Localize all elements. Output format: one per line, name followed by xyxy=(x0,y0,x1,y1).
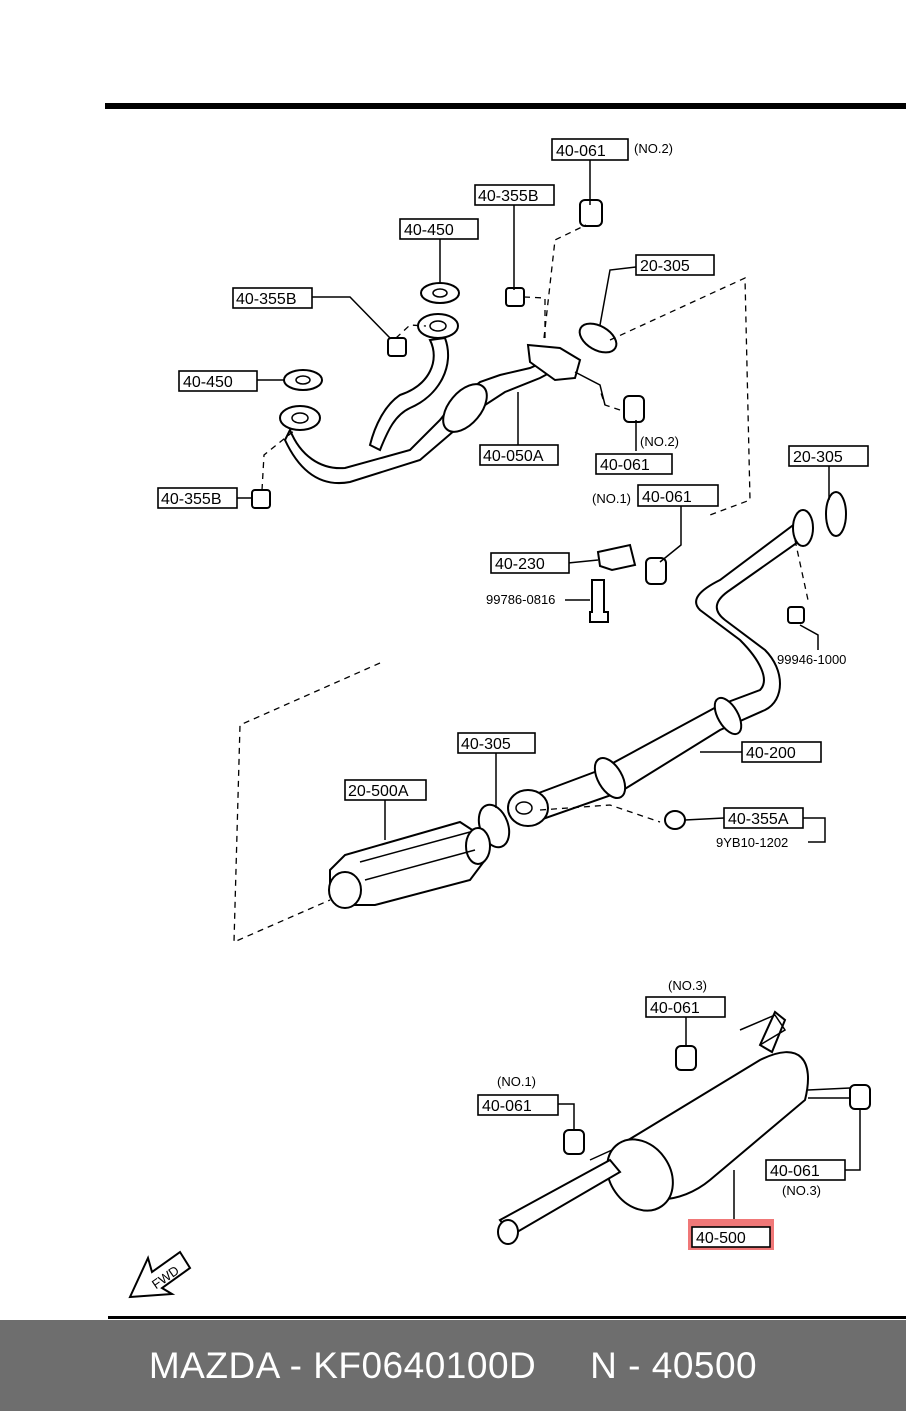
label-box-l9 xyxy=(157,487,238,509)
label-box-l6 xyxy=(178,370,258,392)
hanger-40-061-no1-mid xyxy=(645,557,667,585)
label-40-450-left: 40-450 xyxy=(183,374,233,391)
label-40-305: 40-305 xyxy=(461,736,511,753)
label-box-l4 xyxy=(635,254,715,276)
hanger-40-061-no3-lower xyxy=(675,1045,697,1071)
nut-40-355b-2 xyxy=(505,287,525,307)
label-box-l2 xyxy=(474,184,555,206)
label-40-061-no1-mid: 40-061 xyxy=(642,489,692,506)
nut-40-355a xyxy=(664,810,686,830)
label-no3-right: (NO.3) xyxy=(782,1183,821,1198)
label-40-355b-top: 40-355B xyxy=(478,188,539,205)
label-40-450-top: 40-450 xyxy=(404,222,454,239)
gasket-40-450-left xyxy=(283,369,323,391)
label-box-l20 xyxy=(645,996,726,1018)
label-box-l22 xyxy=(765,1159,846,1181)
label-box-l8 xyxy=(595,453,673,475)
exhaust-system-diagram: 40-061 (NO.2) 40-355B 40-450 20-305 40-3… xyxy=(105,103,906,1319)
label-99946-1000: 99946-1000 xyxy=(777,652,846,667)
hanger-40-061-no2-mid xyxy=(623,395,645,423)
gasket-40-450-upper xyxy=(420,282,460,304)
label-box-l21 xyxy=(477,1094,559,1116)
label-40-061-no3-lower: 40-061 xyxy=(650,1000,700,1017)
label-99786-0816: 99786-0816 xyxy=(486,592,555,607)
bolt-99786-0816 xyxy=(589,579,609,623)
hanger-40-061-no3-right xyxy=(849,1084,871,1110)
label-40-355b-low: 40-355B xyxy=(161,491,222,508)
hanger-40-061-no1-lower xyxy=(563,1129,585,1155)
nut-40-355b-1 xyxy=(387,337,407,357)
label-no1-mid: (NO.1) xyxy=(592,491,631,506)
footer-bar: MAZDA - KF0640100D N - 40500 xyxy=(0,1320,906,1411)
gasket-20-305-right xyxy=(825,491,847,537)
label-box-l3 xyxy=(399,218,479,240)
label-box-l12 xyxy=(490,552,570,574)
label-20-305-right: 20-305 xyxy=(793,449,843,466)
label-40-061-mid: 40-061 xyxy=(600,457,650,474)
label-no1-lower: (NO.1) xyxy=(497,1074,536,1089)
gasket-20-305-upper xyxy=(578,322,618,354)
bottom-rule xyxy=(108,1316,906,1319)
nut-40-355b-3 xyxy=(251,489,271,509)
label-9yb10-1202: 9YB10-1202 xyxy=(716,835,788,850)
label-box-l15 xyxy=(457,732,536,754)
label-box-l10 xyxy=(637,484,719,507)
label-box-l23 xyxy=(691,1226,771,1248)
label-40-500: 40-500 xyxy=(696,1230,746,1247)
label-20-305-upper: 20-305 xyxy=(640,258,690,275)
label-box-l7 xyxy=(479,444,559,466)
bracket-40-230 xyxy=(596,543,637,572)
label-box-l17 xyxy=(741,741,822,763)
label-box-l1 xyxy=(551,138,629,161)
label-40-061-top: 40-061 xyxy=(556,143,606,160)
label-no2-top: (NO.2) xyxy=(634,141,673,156)
label-40-200: 40-200 xyxy=(746,745,796,762)
label-40-050a: 40-050A xyxy=(483,448,544,465)
label-40-355a: 40-355A xyxy=(728,811,789,828)
front-pipe-assembly xyxy=(279,313,606,485)
label-40-230: 40-230 xyxy=(495,556,545,573)
label-box-l18 xyxy=(723,807,804,829)
nut-99946-1000 xyxy=(787,606,805,624)
catalytic-converter-20-500a xyxy=(328,820,491,909)
label-no3-lower: (NO.3) xyxy=(668,978,707,993)
footer-part-number: MAZDA - KF0640100D N - 40500 xyxy=(148,1344,758,1386)
fwd-arrow-icon: FWD xyxy=(128,1250,192,1299)
label-40-061-no3-right: 40-061 xyxy=(770,1163,820,1180)
label-no2-mid: (NO.2) xyxy=(640,434,679,449)
label-40-355b-mid: 40-355B xyxy=(236,291,297,308)
hanger-40-061-no2-top xyxy=(579,199,603,227)
label-box-l16 xyxy=(344,779,427,801)
top-rule xyxy=(105,103,906,109)
label-20-500a: 20-500A xyxy=(348,783,409,800)
label-box-l11 xyxy=(788,445,869,467)
main-silencer-40-500 xyxy=(497,1010,851,1245)
label-box-l5 xyxy=(232,287,313,309)
label-40-061-no1-lower: 40-061 xyxy=(482,1098,532,1115)
middle-pipe-40-200 xyxy=(507,509,814,827)
